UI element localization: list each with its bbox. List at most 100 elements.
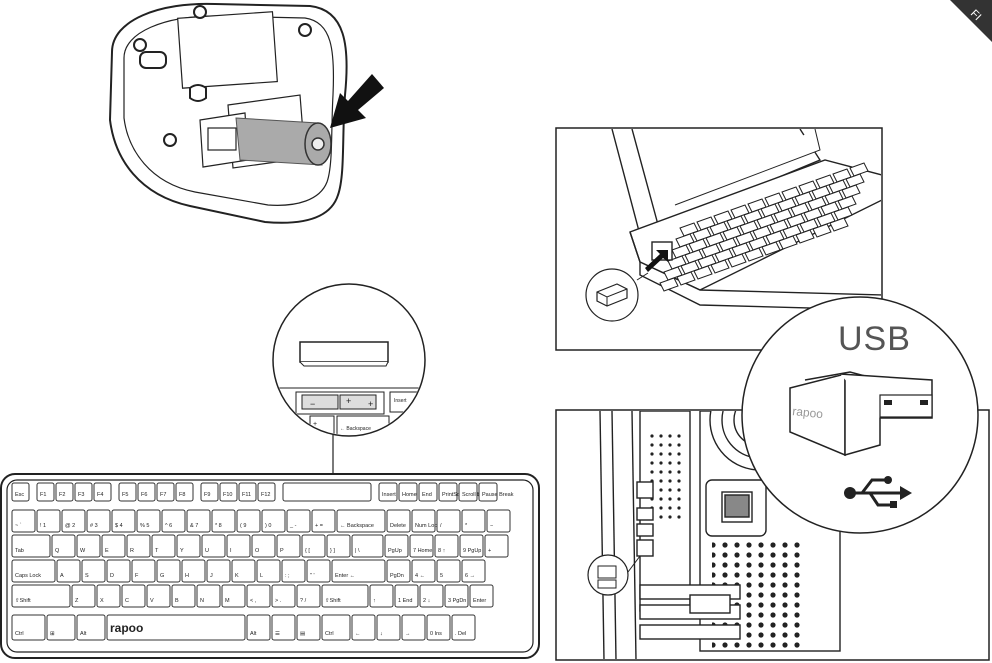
keyboard-key-label: C — [125, 598, 129, 604]
keyboard-key-label: | \ — [355, 548, 360, 554]
keyboard-key-label: ~ ` — [15, 523, 22, 529]
keyboard-key — [175, 482, 194, 502]
keyboard-key-label: $ 4 — [115, 523, 123, 529]
keyboard-key — [257, 482, 276, 502]
laptop-key — [676, 271, 696, 286]
keyboard-key-label: Q — [55, 548, 60, 554]
laptop-key — [710, 259, 730, 274]
keyboard-key-label: F — [135, 573, 139, 579]
keyboard-key — [206, 559, 231, 583]
laptop-key — [778, 235, 798, 250]
keyboard-key — [236, 509, 261, 533]
language-tab: FI — [950, 0, 992, 42]
keyboard-key-label: Z — [75, 598, 79, 604]
keyboard-key — [321, 584, 369, 608]
keyboard-key-label: Alt — [80, 631, 87, 637]
keyboard-key — [11, 614, 46, 641]
keyboard-key — [451, 614, 476, 641]
keyboard-key — [469, 584, 494, 608]
keyboard-key-label: 1 End — [398, 598, 412, 604]
keyboard-key-label: W — [80, 548, 86, 554]
keyboard-key-label: & 7 — [190, 523, 198, 529]
keyboard-key — [384, 534, 409, 558]
keyboard-key-label: 8 ↑ — [438, 548, 446, 554]
laptop-key — [761, 241, 781, 256]
keyboard-key-label: + = — [315, 523, 323, 529]
keyboard-key — [76, 534, 101, 558]
laptop-key — [829, 217, 849, 232]
keyboard-key — [409, 534, 434, 558]
keyboard-key — [51, 534, 76, 558]
laptop-key — [833, 206, 853, 221]
keyboard-key — [311, 509, 336, 533]
keyboard-key — [419, 584, 444, 608]
keyboard-key-label: Enter ← — [335, 573, 355, 579]
keyboard-key-label: Tab — [15, 548, 24, 554]
keyboard-key-label: Insert — [382, 492, 396, 498]
keyboard-key-label: Enter — [473, 598, 486, 604]
keyboard-key — [200, 482, 219, 502]
laptop-key — [727, 253, 747, 268]
keyboard-key-label: U — [205, 548, 209, 554]
keyboard-key-label: Y — [180, 548, 184, 554]
keyboard-key — [171, 584, 196, 608]
keyboard-key-label: V — [150, 598, 154, 604]
keyboard-key — [296, 584, 321, 608]
laptop-key — [744, 247, 764, 262]
keyboard-key — [251, 534, 276, 558]
keyboard-key — [211, 509, 236, 533]
keyboard-key — [376, 614, 401, 641]
keyboard-key-label: Ctrl — [15, 631, 24, 637]
keyboard-key — [11, 482, 30, 502]
keyboard-key — [261, 509, 286, 533]
keyboard-key-label: K — [235, 573, 239, 579]
keyboard-key — [401, 614, 426, 641]
plug-arrow-icon — [645, 250, 668, 272]
keyboard-key-label: : ; — [285, 573, 290, 579]
keyboard-key-label: 9 PgUp — [463, 548, 481, 554]
keyboard-key-label: Alt — [250, 631, 257, 637]
keyboard-key-label: A — [60, 573, 64, 579]
keyboard-key — [484, 534, 509, 558]
keyboard-key-label: F5 — [122, 492, 128, 498]
laptop-key — [693, 265, 713, 280]
laptop-key — [837, 195, 857, 210]
keyboard-key-label: T — [155, 548, 159, 554]
keyboard-key — [418, 482, 438, 502]
keyboard-battery-callout: − + + Insert + ← Backspace — [272, 283, 426, 437]
keyboard-key — [11, 559, 56, 583]
insert-arrow-icon — [330, 74, 384, 128]
keyboard-key-label: R — [130, 548, 134, 554]
keyboard-brand-logo: rapoo — [110, 621, 143, 635]
keyboard-key — [196, 584, 221, 608]
keyboard-key-label: F2 — [59, 492, 65, 498]
keyboard-key — [93, 482, 112, 502]
keyboard-key-label: PgUp — [388, 548, 402, 554]
keyboard-key — [136, 509, 161, 533]
keyboard-key — [282, 482, 372, 502]
keyboard-key — [106, 559, 131, 583]
keyboard-key — [121, 584, 146, 608]
keyboard-key — [246, 614, 271, 641]
keyboard-key-label: L — [260, 573, 263, 579]
keyboard-key — [56, 559, 81, 583]
keyboard-key — [181, 559, 206, 583]
keyboard-key — [426, 614, 451, 641]
keyboard-key — [296, 614, 321, 641]
keyboard-key — [276, 534, 301, 558]
keyboard-key — [101, 534, 126, 558]
keyboard-key — [336, 509, 386, 533]
keyboard-key-label: 0 Ins — [430, 631, 442, 637]
keyboard-key — [118, 482, 137, 502]
keyboard-key — [306, 559, 331, 583]
keyboard-key — [271, 584, 296, 608]
keyboard-key-label: ⊞ — [50, 631, 55, 637]
keyboard-key — [76, 614, 106, 641]
keyboard-key-label: E — [105, 548, 109, 554]
keyboard-key — [146, 584, 171, 608]
keyboard-key — [321, 614, 351, 641]
keyboard-key — [281, 559, 306, 583]
keyboard-key-label: P — [280, 548, 284, 554]
laptop-key — [845, 173, 865, 188]
